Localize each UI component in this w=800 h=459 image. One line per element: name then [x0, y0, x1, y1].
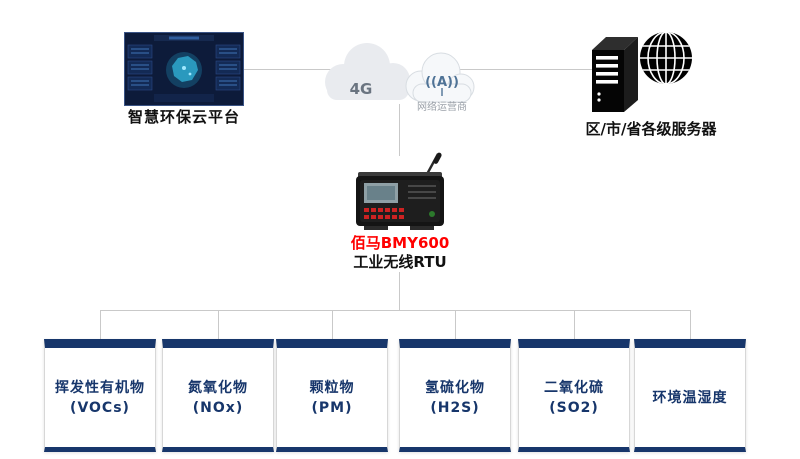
network-operator-label: 网络运营商	[417, 100, 467, 113]
connector-cloud-to-rtu	[399, 104, 400, 156]
drop-line-3	[332, 310, 333, 339]
sensor-box-so2: 二氧化硫 (SO2)	[518, 339, 630, 452]
sensor-name: 颗粒物	[309, 379, 355, 396]
drop-line-6	[690, 310, 691, 339]
drop-line-4	[455, 310, 456, 339]
sensor-name: 二氧化硫	[544, 379, 604, 396]
cloud-operator-shape	[405, 52, 475, 103]
sensor-abbr: (VOCs)	[70, 399, 130, 416]
rtu-model-label: 佰马BMY600	[350, 234, 450, 252]
signal-icon: ((A))	[425, 75, 459, 90]
sensor-name: 氮氧化物	[188, 379, 248, 396]
connector-platform-to-cloud	[244, 69, 334, 70]
server-tower	[592, 37, 638, 112]
sensor-box-vocs: 挥发性有机物 (VOCs)	[44, 339, 156, 452]
rtu-label-block: 佰马BMY600 工业无线RTU	[310, 234, 490, 271]
server-label: 区/市/省各级服务器	[585, 120, 717, 138]
rtu-buttons	[364, 208, 404, 219]
cloud-4g-shape	[325, 43, 410, 100]
sensor-abbr: (SO2)	[549, 399, 599, 416]
drop-line-5	[574, 310, 575, 339]
cloud-platform-screenshot	[124, 32, 244, 106]
server-icon	[592, 32, 692, 112]
cloud-4g-label: 4G	[350, 80, 373, 98]
sensor-box-temp-humidity: 环境温湿度	[634, 339, 746, 452]
sensor-name: 挥发性有机物	[55, 379, 145, 396]
sensor-box-nox: 氮氧化物 (NOx)	[162, 339, 274, 452]
sensor-abbr: (NOx)	[192, 399, 244, 416]
connector-rtu-to-bus	[399, 272, 400, 311]
sensor-name: 环境温湿度	[652, 389, 728, 406]
rtu-device-image	[356, 152, 444, 230]
sensor-box-pm: 颗粒物 (PM)	[276, 339, 388, 452]
sensor-abbr: (PM)	[311, 399, 353, 416]
rtu-type-label: 工业无线RTU	[353, 253, 447, 271]
cloud-platform-label: 智慧环保云平台	[127, 108, 240, 126]
sensor-bus-line	[100, 310, 691, 311]
network-cloud-group: 4G ((A)) 网络运营商	[325, 43, 475, 113]
connector-cloud-to-server	[452, 69, 594, 70]
sensor-abbr: (H2S)	[430, 399, 480, 416]
drop-line-2	[218, 310, 219, 339]
sensor-name: 氢硫化物	[425, 379, 485, 396]
drop-line-1	[100, 310, 101, 339]
sensor-box-h2s: 氢硫化物 (H2S)	[399, 339, 511, 452]
